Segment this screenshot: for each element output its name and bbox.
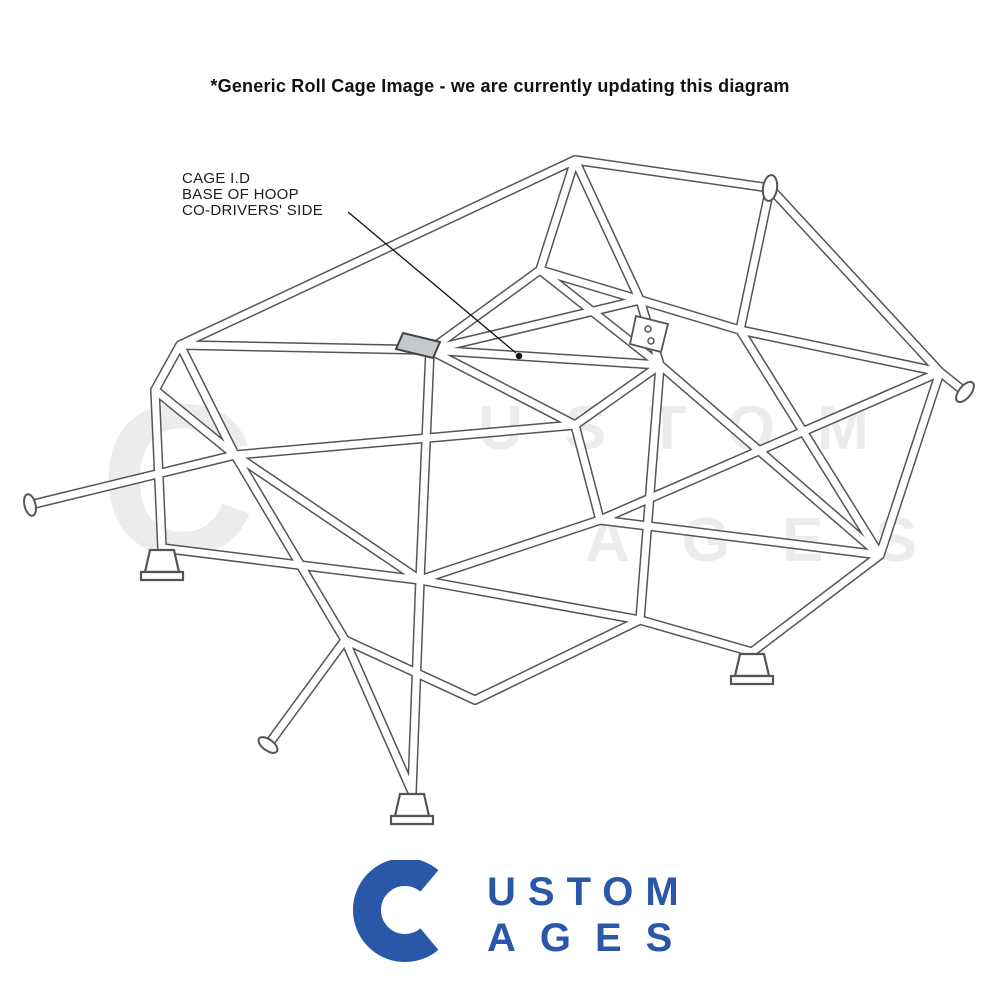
callout-line-3: CO-DRIVERS' SIDE [182, 202, 324, 219]
tube-outlines [30, 160, 965, 792]
logo-word-ages: AGES [487, 916, 697, 960]
callout-line-2: BASE OF HOOP [182, 186, 299, 203]
tube-end-caps [23, 174, 975, 754]
callout-leader [347, 211, 523, 360]
tube-cores [30, 160, 965, 792]
gusset-plate [628, 314, 670, 354]
logo-word-ustom: USTOM [487, 870, 691, 914]
clamp-bracket [394, 331, 442, 360]
callout-line-1: CAGE I.D [182, 170, 251, 187]
mounting-feet [139, 548, 775, 826]
callout-label: CAGE I.D BASE OF HOOP CO-DRIVERS' SIDE [182, 171, 323, 219]
logo-c-icon [352, 860, 439, 962]
disclaimer-text: *Generic Roll Cage Image - we are curren… [210, 76, 790, 96]
